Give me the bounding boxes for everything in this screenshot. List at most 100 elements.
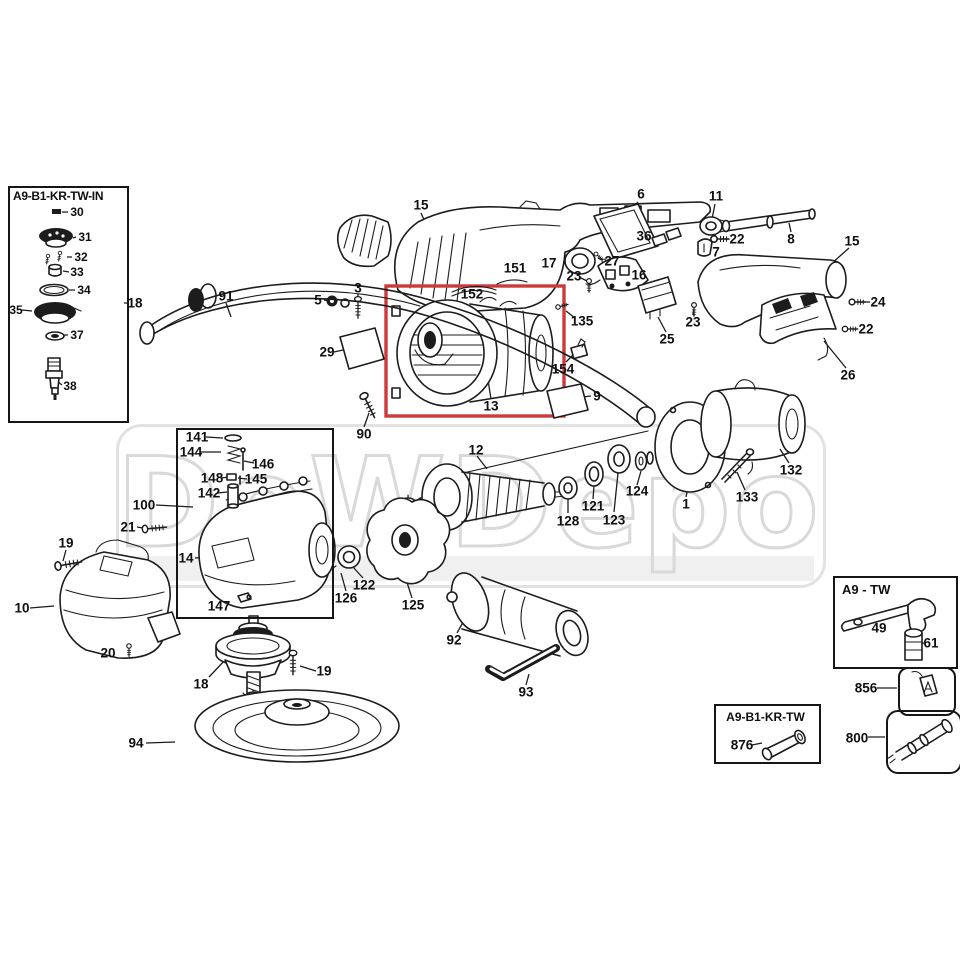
part-label-16: 16 [631, 267, 647, 283]
part-label-123: 123 [602, 512, 626, 528]
part-label-144: 144 [179, 444, 203, 460]
part-label-125: 125 [401, 597, 425, 613]
part-label-18-inset: 18 [127, 295, 143, 311]
part-label-23-upper: 23 [566, 268, 582, 284]
part-label-11: 11 [708, 188, 724, 204]
part-label-6: 6 [637, 186, 645, 202]
part-label-142: 142 [197, 485, 221, 501]
inset-parts-group [34, 209, 82, 400]
part-label-148: 148 [200, 470, 224, 486]
part-label-61: 61 [923, 635, 939, 651]
screw-135 [554, 301, 570, 311]
part-label-26: 26 [840, 367, 856, 383]
part-label-18-spindle: 18 [193, 676, 209, 692]
part-label-10: 10 [14, 600, 30, 616]
part-label-37: 37 [70, 328, 84, 342]
part-label-90: 90 [356, 426, 372, 442]
part-label-29: 29 [319, 344, 335, 360]
part-876-tube [761, 729, 806, 761]
part-8-rod [721, 208, 816, 233]
screw-22-top [709, 235, 730, 243]
part-label-24: 24 [870, 294, 886, 310]
kit-box-856 [898, 667, 956, 716]
part-label-17: 17 [541, 255, 557, 271]
part-6-box [593, 203, 659, 260]
part-label-33: 33 [70, 265, 84, 279]
spindle-assembly-18 [215, 615, 291, 719]
screw-19-right [288, 649, 298, 676]
screw-22-right [841, 325, 859, 333]
part-9-plate [546, 383, 589, 419]
fan-baffle-125 [366, 497, 451, 585]
assembly-axis-line [449, 430, 649, 477]
bearing-128 [558, 476, 578, 500]
part-label-12: 12 [468, 442, 484, 458]
part-label-126: 126 [334, 590, 358, 606]
part-label-133: 133 [735, 489, 759, 505]
part-label-35: 35 [9, 303, 23, 317]
part-label-32: 32 [74, 250, 88, 264]
part-label-19-right: 19 [316, 663, 332, 679]
kit-a9-tw-title: A9 - TW [842, 582, 891, 597]
screw-23-upper [585, 278, 593, 293]
kit-box-a9-tw [833, 576, 958, 669]
label-kit-856-icon [911, 670, 938, 697]
bail-handle-91 [139, 282, 656, 428]
part-label-146: 146 [251, 456, 275, 472]
part-label-151: 151 [503, 260, 527, 276]
brush-cap-61 [904, 628, 923, 661]
part-label-30: 30 [70, 205, 84, 219]
screw-24 [848, 298, 867, 306]
part-label-27: 27 [604, 253, 620, 269]
field-case-132 [700, 379, 806, 475]
part-label-22-top: 22 [729, 231, 745, 247]
part-label-31: 31 [78, 230, 92, 244]
part-label-135: 135 [570, 313, 594, 329]
part-label-141: 141 [185, 429, 209, 445]
part-label-21: 21 [120, 519, 136, 535]
hex-key-93 [485, 644, 560, 681]
kit-box-a9-b1-kr-tw [714, 704, 821, 764]
part-label-23-lower: 23 [685, 314, 701, 330]
washer-124 [634, 451, 654, 471]
vent-cover [336, 214, 392, 268]
part-36-plates [651, 227, 682, 247]
part-label-145: 145 [244, 471, 268, 487]
part-label-100: 100 [132, 497, 156, 513]
inset-box-top-left [8, 186, 129, 423]
part-26-clamp [759, 292, 837, 361]
part-label-49: 49 [871, 620, 887, 636]
part-label-91: 91 [218, 288, 234, 304]
part-16-brush-holder [585, 256, 649, 292]
part-label-147: 147 [207, 598, 231, 614]
part-7-bracket [697, 238, 713, 257]
part-label-19-left: 19 [58, 535, 74, 551]
part-label-122: 122 [352, 577, 376, 593]
part-label-154: 154 [551, 361, 575, 377]
kit-a9-b1-kr-tw-title: A9-B1-KR-TW [726, 710, 805, 724]
part-label-9: 9 [593, 388, 601, 404]
guard-10 [59, 539, 181, 659]
spindle-parts-141-142 [224, 434, 246, 509]
part-label-7: 7 [712, 244, 720, 260]
part-label-124: 124 [625, 483, 649, 499]
part-label-14: 14 [178, 550, 194, 566]
part-label-20: 20 [100, 645, 116, 661]
part-29-plate [339, 327, 385, 370]
bearing-123 [607, 444, 631, 474]
part-label-15-top: 15 [413, 197, 429, 213]
part-label-25: 25 [659, 331, 675, 347]
part-label-93: 93 [518, 684, 534, 700]
part-label-1: 1 [682, 496, 690, 512]
part-147-key [237, 592, 252, 603]
screw-133 [721, 448, 755, 483]
part-5-rings [326, 295, 350, 308]
sub-assembly-box [176, 428, 334, 619]
wrench-49 [840, 597, 937, 634]
part-label-121: 121 [581, 498, 605, 514]
backing-pad-94 [194, 689, 400, 763]
screw-21 [141, 522, 168, 534]
part-154-brush [570, 338, 589, 360]
inset-box-title: A9-B1-KR-TW-IN [13, 189, 104, 203]
